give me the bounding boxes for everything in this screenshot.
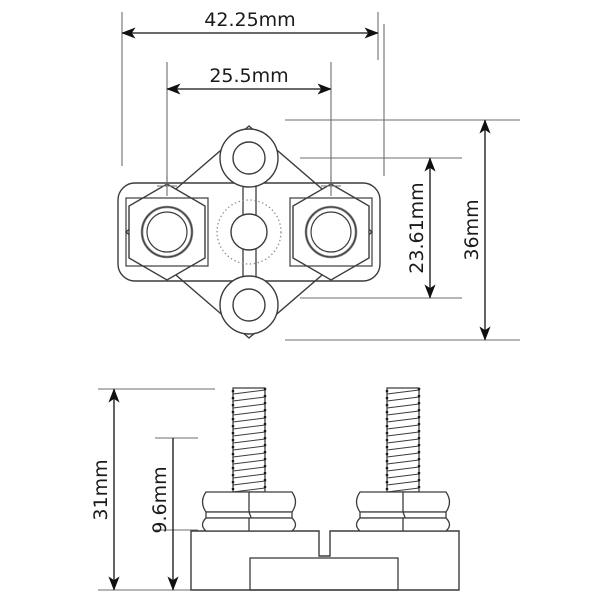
stud-assembly-left	[201, 387, 297, 532]
dimension-overall-height-label: 31mm	[90, 459, 112, 520]
hex-nut-left	[125, 183, 209, 281]
hex-nut-right	[289, 183, 373, 281]
threaded-stud-left	[231, 387, 267, 493]
hex-nut-stack-left	[201, 491, 297, 532]
base-block-inner-recess	[249, 557, 399, 591]
dimension-hole-spacing: 23.61mm	[406, 157, 436, 299]
mounting-hole-bottom	[219, 275, 279, 335]
dimension-base-height: 9.6mm	[149, 438, 179, 591]
center-marks	[157, 176, 341, 196]
dimension-base-height-label: 9.6mm	[149, 466, 171, 533]
stud-assembly-right	[355, 387, 451, 532]
threaded-stud-right	[385, 387, 421, 493]
mounting-hole-top	[219, 128, 279, 188]
dimension-overall-height: 31mm	[90, 388, 120, 591]
top-view: 42.25mm 25.5mm 36mm 23.61mm	[117, 9, 520, 341]
side-view: 31mm 9.6mm	[90, 387, 460, 591]
dimension-overall-width-label: 42.25mm	[204, 9, 295, 31]
dimension-stud-spacing-label: 25.5mm	[209, 65, 288, 87]
center-hub	[216, 199, 282, 265]
hex-nut-stack-right	[355, 491, 451, 532]
base-block	[190, 530, 460, 591]
dimension-overall-width: 42.25mm	[121, 9, 379, 39]
dimension-hole-spacing-label: 23.61mm	[406, 182, 428, 273]
dimension-stud-spacing: 25.5mm	[166, 65, 332, 95]
dimension-overall-depth-label: 36mm	[461, 199, 483, 260]
dimension-overall-depth: 36mm	[461, 119, 491, 341]
top-view-extension-lines	[121, 12, 520, 341]
